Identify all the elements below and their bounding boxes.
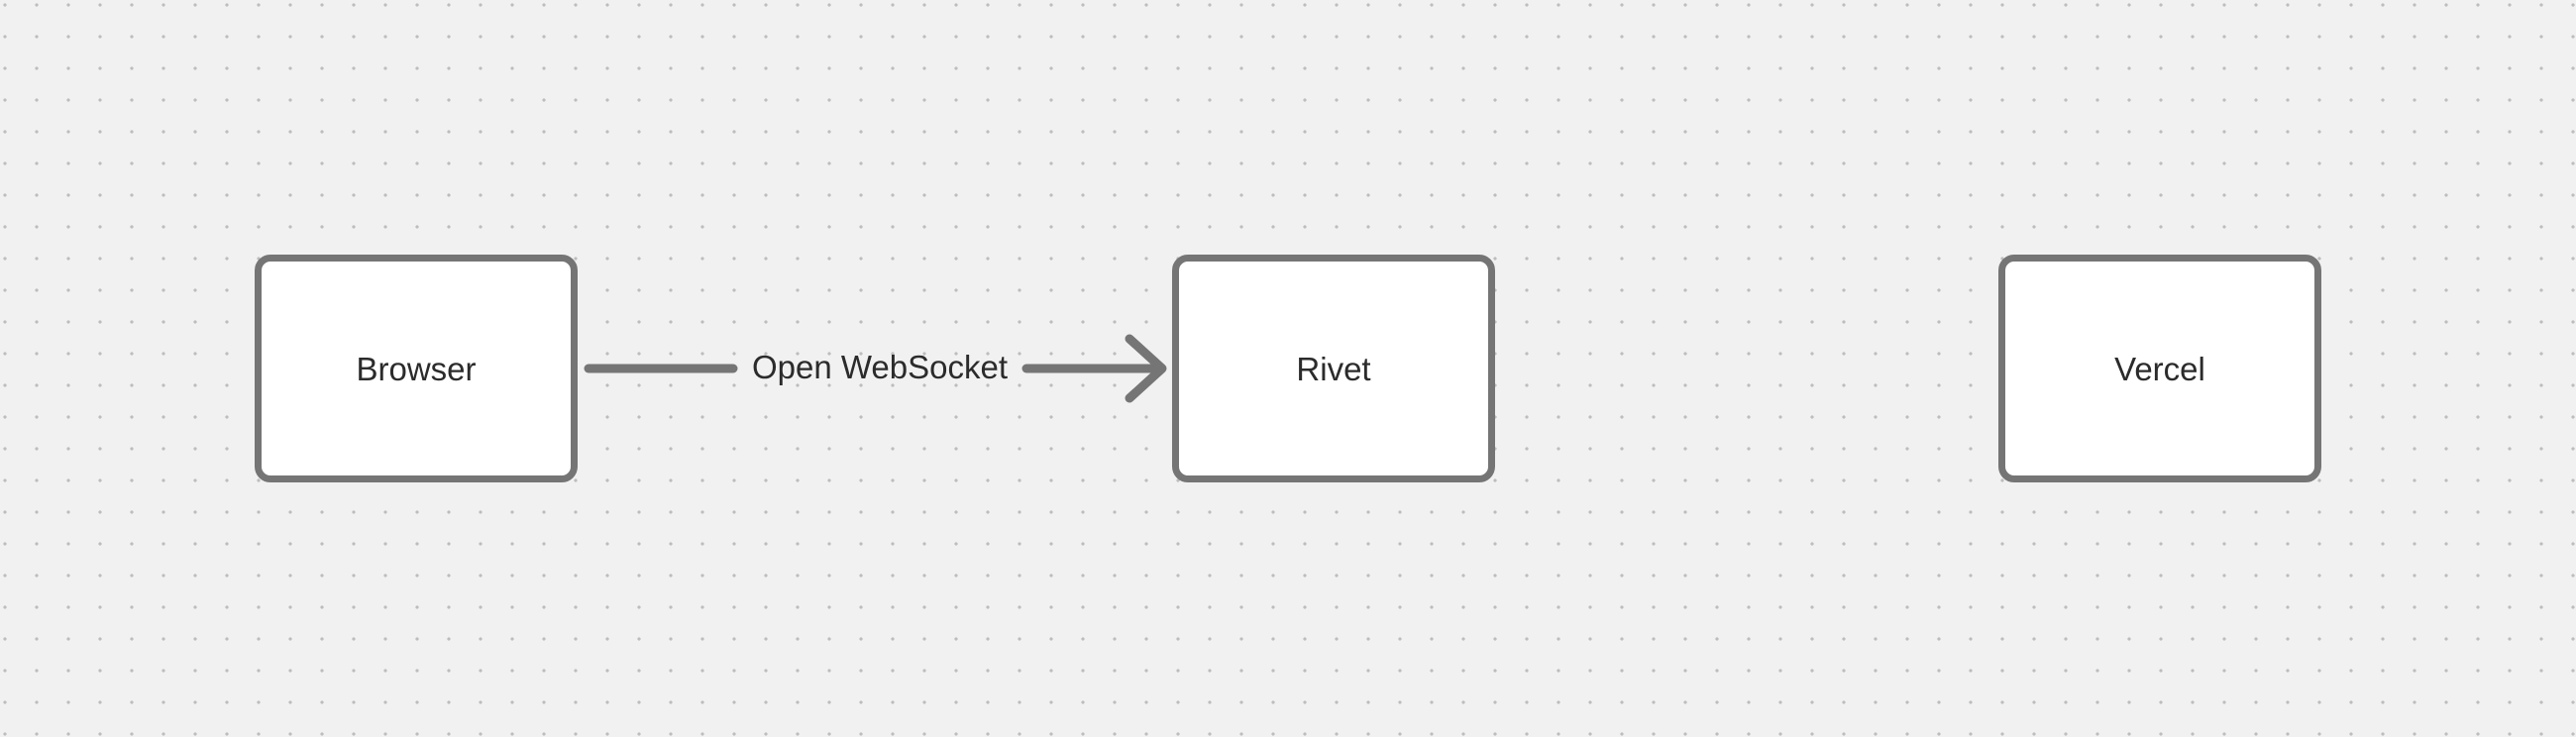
node-browser[interactable]: Browser bbox=[255, 255, 578, 482]
node-rivet[interactable]: Rivet bbox=[1172, 255, 1495, 482]
node-vercel[interactable]: Vercel bbox=[1998, 255, 2321, 482]
node-browser-label: Browser bbox=[356, 350, 477, 387]
node-rivet-label: Rivet bbox=[1296, 350, 1371, 387]
edge-label-open-websocket[interactable]: Open WebSocket bbox=[751, 349, 1009, 386]
arrowhead-chevron-icon[interactable] bbox=[1125, 334, 1167, 403]
node-vercel-label: Vercel bbox=[2114, 350, 2205, 387]
